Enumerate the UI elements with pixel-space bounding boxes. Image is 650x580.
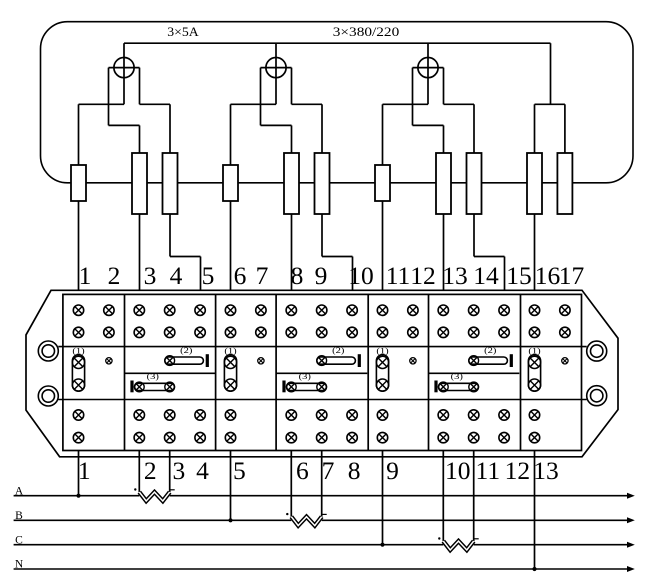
svg-text:3: 3 <box>173 456 186 485</box>
svg-text:8: 8 <box>291 261 304 290</box>
svg-text:6: 6 <box>296 456 309 485</box>
svg-text:3: 3 <box>144 261 157 290</box>
svg-text:5: 5 <box>233 456 246 485</box>
svg-text:C: C <box>15 534 23 546</box>
svg-text:7: 7 <box>322 456 335 485</box>
svg-text:9: 9 <box>386 456 399 485</box>
svg-text:13: 13 <box>442 261 468 290</box>
svg-text:7: 7 <box>256 261 269 290</box>
svg-text:9: 9 <box>315 261 328 290</box>
svg-text:(1): (1) <box>376 345 388 355</box>
svg-text:N: N <box>15 559 24 571</box>
svg-text:12: 12 <box>410 261 436 290</box>
svg-text:16: 16 <box>535 261 561 290</box>
svg-text:10: 10 <box>445 456 471 485</box>
svg-text:3×5A: 3×5A <box>167 24 199 39</box>
svg-text:10: 10 <box>348 261 374 290</box>
svg-text:B: B <box>15 510 23 522</box>
svg-text:17: 17 <box>559 261 585 290</box>
svg-text:11: 11 <box>476 456 501 485</box>
svg-text:12: 12 <box>505 456 531 485</box>
svg-text:4: 4 <box>196 456 209 485</box>
svg-text:8: 8 <box>348 456 361 485</box>
svg-text:1: 1 <box>78 456 91 485</box>
svg-text:15: 15 <box>506 261 532 290</box>
svg-text:6: 6 <box>234 261 247 290</box>
svg-text:A: A <box>15 485 24 497</box>
svg-text:(2): (2) <box>180 345 192 355</box>
svg-text:(3): (3) <box>147 371 159 381</box>
svg-text:2: 2 <box>108 261 121 290</box>
svg-text:2: 2 <box>144 456 157 485</box>
svg-text:(1): (1) <box>528 345 540 355</box>
svg-text:1: 1 <box>79 261 92 290</box>
svg-text:4: 4 <box>170 261 183 290</box>
svg-text:13: 13 <box>533 456 559 485</box>
svg-text:14: 14 <box>473 261 499 290</box>
svg-text:(2): (2) <box>332 345 344 355</box>
svg-text:(3): (3) <box>299 371 311 381</box>
svg-text:11: 11 <box>386 261 411 290</box>
svg-text:(3): (3) <box>451 371 463 381</box>
svg-text:(1): (1) <box>224 345 236 355</box>
svg-text:5: 5 <box>202 261 215 290</box>
svg-text:3×380/220: 3×380/220 <box>333 24 400 39</box>
svg-text:(2): (2) <box>484 345 496 355</box>
svg-text:(1): (1) <box>72 345 84 355</box>
